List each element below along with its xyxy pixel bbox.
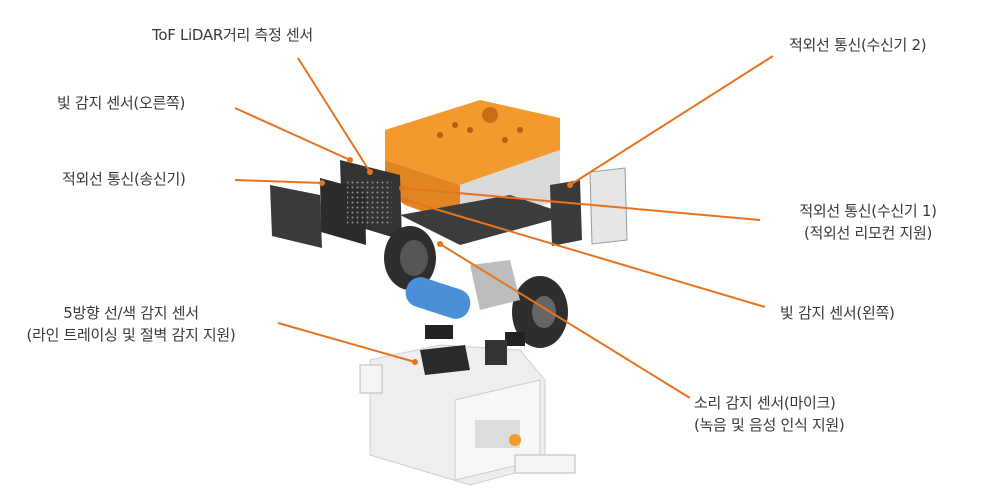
- leader-line-ir-receiver-2: [569, 55, 774, 186]
- motor: [470, 260, 520, 310]
- leader-line-tof: [297, 57, 371, 173]
- front-sensor-boards: [270, 160, 402, 248]
- main-board: [400, 195, 570, 245]
- label-line-color-sensor-title: 5방향 선/색 감지 센서: [63, 304, 199, 322]
- label-ir-receiver-1: 적외선 통신(수신기 1) (적외선 리모컨 지원): [768, 200, 968, 244]
- wheel-left: [384, 226, 436, 290]
- label-line-color-sensor-note: (라인 트레이싱 및 절벽 감지 지원): [26, 326, 236, 344]
- receiver-board: [550, 180, 582, 246]
- leader-line-light-left: [404, 199, 766, 308]
- label-ir-receiver-1-note: (적외선 리모컨 지원): [803, 224, 933, 242]
- leader-line-ir-receiver-1: [401, 187, 761, 221]
- label-light-sensor-right: 빛 감지 센서(오른쪽): [57, 94, 186, 112]
- label-tof-lidar: ToF LiDAR거리 측정 센서: [152, 26, 313, 44]
- bottom-chassis: [359, 340, 576, 486]
- label-line-color-sensor: 5방향 선/색 감지 센서 (라인 트레이싱 및 절벽 감지 지원): [0, 302, 262, 346]
- leader-line-ir-transmitter: [234, 179, 323, 184]
- label-sound-sensor-note: (녹음 및 음성 인식 지원): [694, 416, 845, 434]
- leader-line-light-right: [234, 107, 351, 161]
- sensor-part: [425, 325, 453, 339]
- label-light-sensor-left: 빛 감지 센서(왼쪽): [780, 304, 895, 322]
- label-ir-receiver-2: 적외선 통신(수신기 2): [789, 36, 927, 54]
- leader-line-line-sensor: [277, 322, 416, 363]
- battery: [405, 277, 471, 319]
- sensor-part: [505, 332, 525, 346]
- label-sound-sensor-title: 소리 감지 센서(마이크): [694, 394, 836, 412]
- label-ir-transmitter: 적외선 통신(송신기): [62, 170, 186, 188]
- label-ir-receiver-1-title: 적외선 통신(수신기 1): [799, 202, 937, 220]
- leader-line-sound: [439, 243, 691, 399]
- label-sound-sensor: 소리 감지 센서(마이크) (녹음 및 음성 인식 지원): [694, 392, 845, 436]
